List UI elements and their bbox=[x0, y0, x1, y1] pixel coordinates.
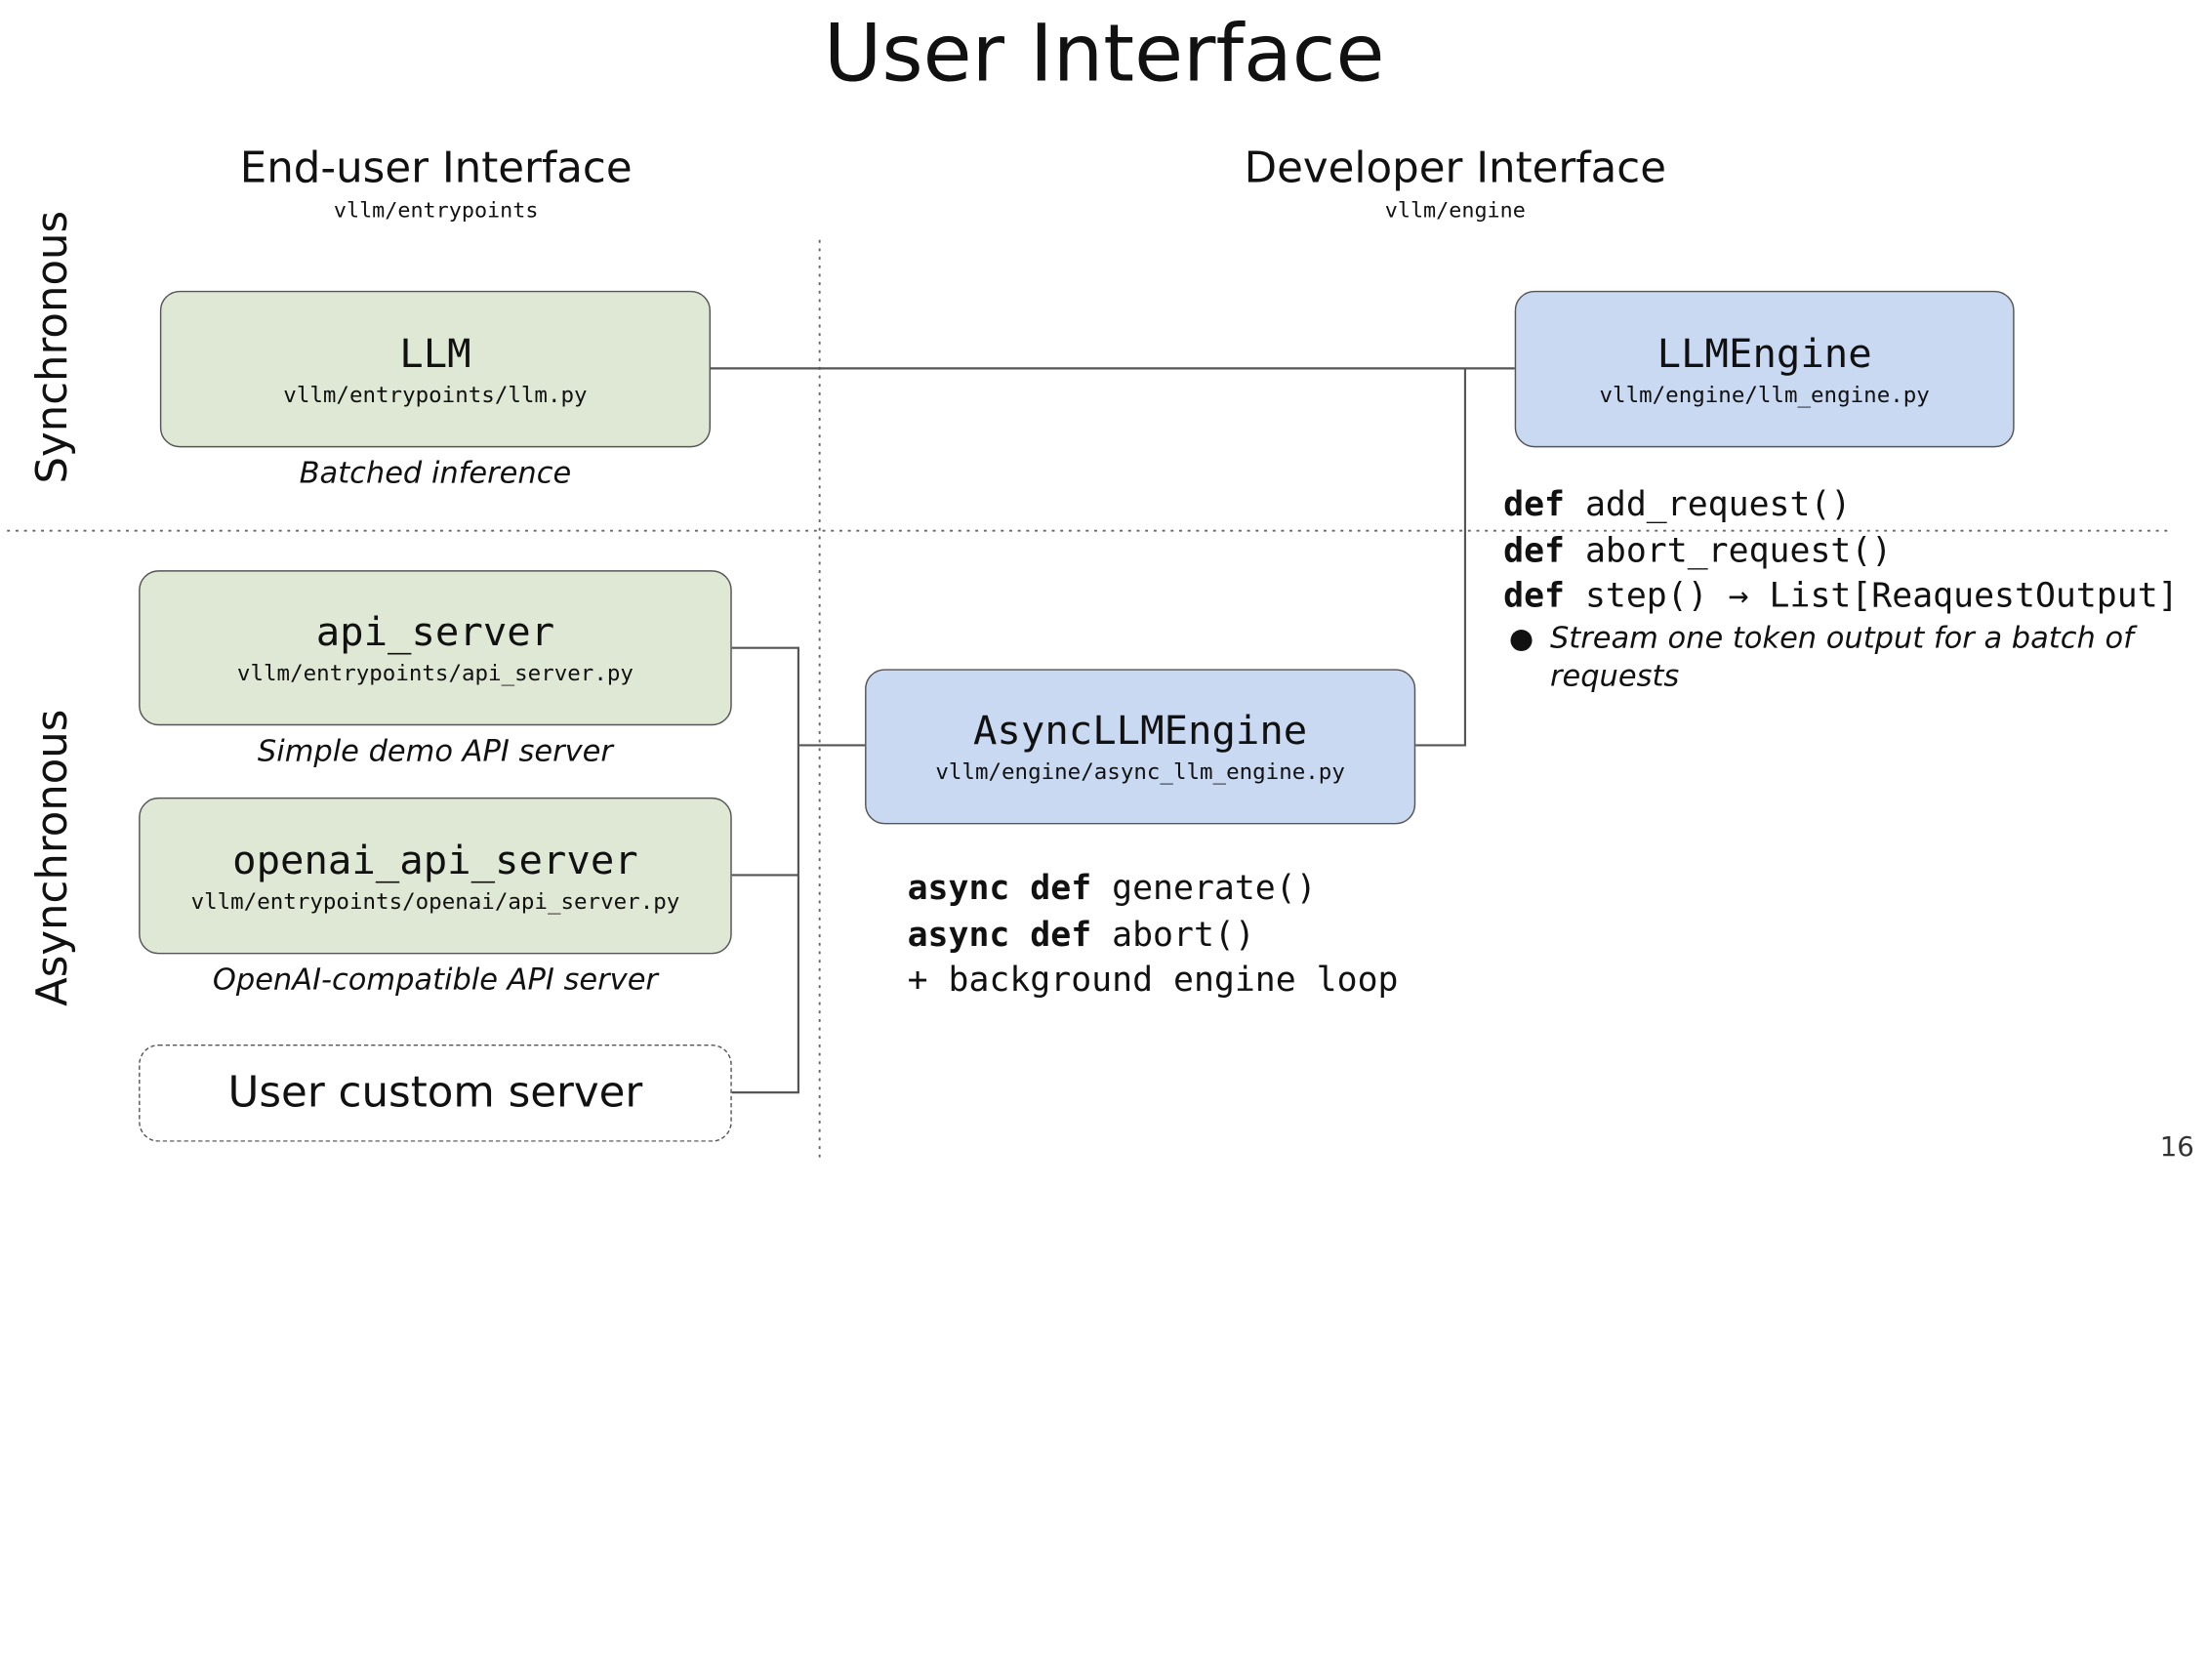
async-engine-api-line: + background engine loop bbox=[907, 960, 1399, 1000]
page-number: 16 bbox=[2159, 1131, 2194, 1164]
openai-api-server-caption: OpenAI-compatible API server bbox=[212, 963, 658, 997]
llm-engine-api-line: def step() → List[ReaquestOutput] bbox=[1503, 575, 2179, 616]
api-server-box-title: api_server bbox=[315, 608, 555, 655]
llm-engine-box: LLMEngine vllm/engine/llm_engine.py bbox=[1514, 290, 2015, 448]
api-server-box: api_server vllm/entrypoints/api_server.p… bbox=[139, 570, 732, 726]
async-engine-api-list: async def generate() async def abort() +… bbox=[908, 865, 1399, 1003]
llm-engine-api-list: def add_request() def abort_request() de… bbox=[1503, 481, 2179, 619]
end-user-header-title: End-user Interface bbox=[239, 143, 633, 194]
openai-api-server-box-title: openai_api_server bbox=[232, 836, 638, 883]
llm-box-title: LLM bbox=[399, 329, 471, 377]
llm-engine-api-line: def add_request() bbox=[1503, 483, 1852, 524]
llm-engine-box-title: LLMEngine bbox=[1656, 329, 1872, 377]
async-llm-engine-box-path: vllm/engine/async_llm_engine.py bbox=[935, 758, 1345, 785]
developer-header-title: Developer Interface bbox=[1244, 143, 1666, 194]
llm-engine-api-note: ● Stream one token output for a batch of… bbox=[1509, 620, 2175, 696]
async-engine-api-line: async def abort() bbox=[907, 914, 1255, 954]
llm-engine-box-path: vllm/engine/llm_engine.py bbox=[1599, 382, 1930, 408]
end-user-header-path: vllm/entrypoints bbox=[333, 197, 539, 224]
asyncengine-to-llmengine-connector bbox=[1415, 368, 1467, 747]
developer-column-header: Developer Interface vllm/engine bbox=[1172, 143, 1738, 225]
openai-api-server-box-path: vllm/entrypoints/openai/api_server.py bbox=[190, 888, 680, 915]
developer-header-path: vllm/engine bbox=[1384, 197, 1526, 224]
bullet-dot-icon: ● bbox=[1508, 621, 1534, 655]
end-user-column-header: End-user Interface vllm/entrypoints bbox=[153, 143, 719, 225]
llm-box: LLM vllm/entrypoints/llm.py bbox=[159, 290, 712, 448]
llm-caption: Batched inference bbox=[299, 456, 572, 490]
slide-title: User Interface bbox=[823, 8, 1385, 101]
llm-engine-api-line: def abort_request() bbox=[1503, 529, 1893, 570]
llm-engine-api-bullet-text: Stream one token output for a batch of r… bbox=[1549, 621, 2134, 693]
row-label-asynchronous: Asynchronous bbox=[28, 709, 78, 1006]
user-custom-server-title: User custom server bbox=[227, 1067, 643, 1118]
async-llm-engine-box-title: AsyncLLMEngine bbox=[972, 707, 1308, 755]
user-custom-server-box: User custom server bbox=[139, 1044, 732, 1142]
api-server-box-path: vllm/entrypoints/api_server.py bbox=[236, 660, 634, 686]
llm-box-path: vllm/entrypoints/llm.py bbox=[283, 382, 588, 408]
connector-layer bbox=[7, 239, 2174, 1162]
async-engine-api-line: async def generate() bbox=[907, 868, 1317, 908]
api-server-connector bbox=[731, 646, 800, 1094]
api-server-caption: Simple demo API server bbox=[257, 733, 613, 768]
row-label-synchronous: Synchronous bbox=[28, 210, 78, 484]
openai-api-server-box: openai_api_server vllm/entrypoints/opena… bbox=[139, 797, 732, 955]
async-llm-engine-box: AsyncLLMEngine vllm/engine/async_llm_eng… bbox=[865, 669, 1416, 825]
